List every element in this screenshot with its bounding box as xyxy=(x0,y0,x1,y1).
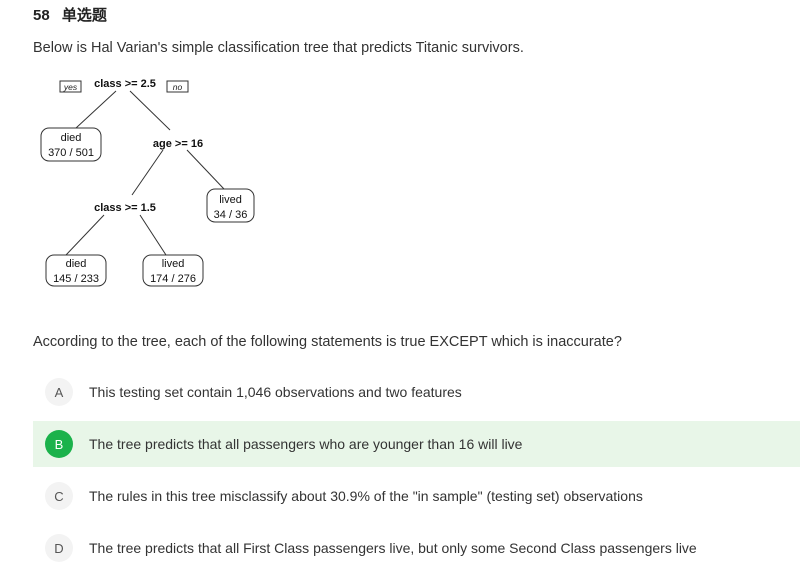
option-text: This testing set contain 1,046 observati… xyxy=(89,384,462,400)
question-type: 单选题 xyxy=(61,7,107,24)
leaf-lived-value: 34 / 36 xyxy=(214,209,248,221)
leaf-died-label: died xyxy=(66,258,87,270)
option-c[interactable]: C The rules in this tree misclassify abo… xyxy=(33,473,800,519)
question-prompt: According to the tree, each of the follo… xyxy=(33,334,622,350)
classification-tree-diagram: yes no class >= 2.5 age >= 16 class >= 1… xyxy=(40,78,255,287)
leaf-lived-label: lived xyxy=(219,194,242,206)
leaf-died-value: 145 / 233 xyxy=(53,273,99,285)
leaf-lived-label: lived xyxy=(162,258,185,270)
yes-label: yes xyxy=(63,82,78,92)
option-text: The tree predicts that all passengers wh… xyxy=(89,436,523,452)
leaf-died-value: 370 / 501 xyxy=(48,147,94,159)
question-header: 58 单选题 xyxy=(33,4,107,25)
question-stem: Below is Hal Varian's simple classificat… xyxy=(33,40,524,56)
option-a[interactable]: A This testing set contain 1,046 observa… xyxy=(33,369,800,415)
leaf-died-label: died xyxy=(61,132,82,144)
option-text: The rules in this tree misclassify about… xyxy=(89,488,643,504)
option-letter-badge: B xyxy=(45,430,73,458)
option-d[interactable]: D The tree predicts that all First Class… xyxy=(33,525,800,571)
option-letter-badge: A xyxy=(45,378,73,406)
age-split: age >= 16 xyxy=(153,138,203,150)
option-letter-badge: D xyxy=(45,534,73,562)
root-split: class >= 2.5 xyxy=(94,78,156,90)
option-letter-badge: C xyxy=(45,482,73,510)
no-label: no xyxy=(173,82,183,92)
leaf-lived-value: 174 / 276 xyxy=(150,273,196,285)
option-b[interactable]: B The tree predicts that all passengers … xyxy=(33,421,800,467)
option-text: The tree predicts that all First Class p… xyxy=(89,540,697,556)
question-number: 58 xyxy=(33,7,50,24)
class-split: class >= 1.5 xyxy=(94,202,156,214)
